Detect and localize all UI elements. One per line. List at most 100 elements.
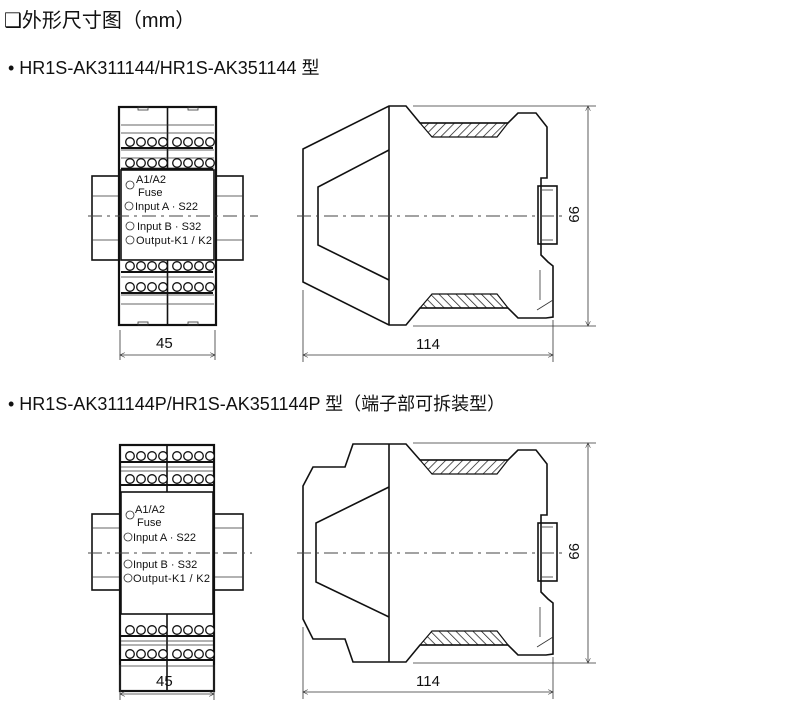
label-input-b: Input B · S32 (133, 559, 197, 571)
terminal-row (121, 474, 215, 486)
terminal-screw (136, 282, 146, 292)
label-output: Output-K1 / K2 (133, 573, 210, 585)
terminal-screw (205, 451, 215, 461)
terminal-row (121, 158, 215, 170)
terminal-screw (158, 282, 168, 292)
terminal-screw (147, 451, 157, 461)
led-a1a2 (125, 180, 135, 190)
label-a1a2: A1/A2 (136, 174, 166, 186)
terminal-screw (125, 625, 135, 635)
terminal-screw (158, 137, 168, 147)
terminal-screw (205, 158, 215, 168)
terminal-screw (183, 282, 193, 292)
dim-width: 45 (156, 673, 173, 690)
terminal-screw (194, 158, 204, 168)
terminal-screw (136, 261, 146, 271)
terminal-row (121, 625, 215, 637)
label-output: Output-K1 / K2 (136, 235, 212, 247)
terminal-screw (136, 474, 146, 484)
label-input-b: Input B · S32 (137, 221, 201, 233)
dim-height: 99 (565, 543, 582, 560)
terminal-screw (205, 282, 215, 292)
terminal-screw (172, 158, 182, 168)
led-input-a (124, 201, 134, 211)
terminal-screw (172, 649, 182, 659)
terminal-screw (183, 261, 193, 271)
terminal-screw (183, 474, 193, 484)
terminal-screw (194, 451, 204, 461)
led-input-b (125, 221, 135, 231)
terminal-screw (194, 282, 204, 292)
terminal-row (121, 137, 215, 149)
led-output (123, 573, 133, 583)
terminal-row (121, 261, 215, 273)
side-view-removable: 99 114 (297, 443, 596, 699)
terminal-screw (183, 649, 193, 659)
terminal-screw (158, 158, 168, 168)
terminal-screw (183, 137, 193, 147)
terminal-screw (172, 474, 182, 484)
terminal-screw (147, 158, 157, 168)
terminal-screw (172, 282, 182, 292)
led-input-b (123, 559, 133, 569)
terminal-screw (183, 625, 193, 635)
terminal-screw (172, 137, 182, 147)
terminal-screw (136, 158, 146, 168)
terminal-screw (158, 451, 168, 461)
terminal-screw (158, 261, 168, 271)
terminal-screw (125, 261, 135, 271)
terminal-screw (125, 474, 135, 484)
section-title-removable: • HR1S-AK311144P/HR1S-AK351144P 型（端子部可拆装… (8, 394, 506, 414)
front-view-standard: A1/A2 Fuse Input A · S22 Input B · S32 O… (88, 105, 258, 360)
terminal-screw (172, 451, 182, 461)
dim-width: 45 (156, 335, 173, 352)
side-view-standard: 99 114 (297, 105, 596, 362)
terminal-screw (125, 282, 135, 292)
front-view-removable: A1/A2 Fuse Input A · S22 Input B · S32 O… (88, 443, 252, 700)
terminal-screw (147, 261, 157, 271)
label-a1a2: A1/A2 (135, 504, 165, 516)
terminal-screw (194, 474, 204, 484)
terminal-screw (136, 137, 146, 147)
terminal-screw (125, 649, 135, 659)
terminal-screw (136, 649, 146, 659)
terminal-screw (194, 261, 204, 271)
terminal-screw (158, 474, 168, 484)
terminal-screw (147, 649, 157, 659)
terminal-screw (205, 625, 215, 635)
terminal-screw (136, 451, 146, 461)
label-input-a: Input A · S22 (135, 201, 198, 213)
terminal-screw (172, 261, 182, 271)
terminal-screw (125, 137, 135, 147)
label-fuse: Fuse (137, 517, 161, 529)
terminal-row (121, 282, 215, 294)
led-a1a2 (125, 510, 135, 520)
terminal-screw (147, 474, 157, 484)
terminal-screw (205, 474, 215, 484)
terminal-screw (147, 137, 157, 147)
terminal-row (121, 649, 215, 661)
led-output (125, 235, 135, 245)
dim-depth: 114 (416, 336, 440, 353)
terminal-screw (183, 451, 193, 461)
terminal-screw (158, 649, 168, 659)
section-title-standard: • HR1S-AK311144/HR1S-AK351144 型 (8, 58, 320, 78)
dim-height: 99 (565, 206, 582, 223)
terminal-screw (194, 137, 204, 147)
terminal-screw (125, 451, 135, 461)
terminal-screw (147, 282, 157, 292)
led-input-a (123, 532, 133, 542)
terminal-screw (194, 649, 204, 659)
terminal-screw (183, 158, 193, 168)
terminal-screw (194, 625, 204, 635)
terminal-screw (205, 137, 215, 147)
terminal-screw (158, 625, 168, 635)
terminal-screw (136, 625, 146, 635)
terminal-screw (125, 158, 135, 168)
terminal-row (121, 451, 215, 463)
label-input-a: Input A · S22 (133, 532, 196, 544)
terminal-screw (172, 625, 182, 635)
label-fuse: Fuse (138, 187, 162, 199)
terminal-screw (205, 649, 215, 659)
